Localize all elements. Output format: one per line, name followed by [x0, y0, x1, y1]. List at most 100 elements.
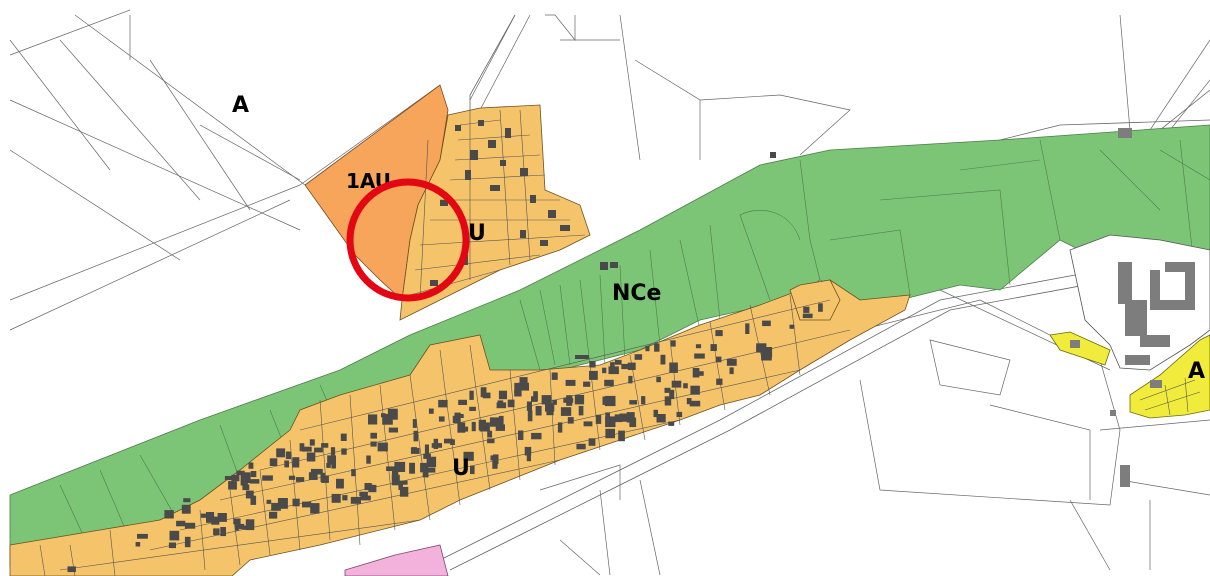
building-footprint — [396, 480, 408, 485]
building-footprint — [292, 457, 300, 468]
building-footprint — [557, 422, 563, 433]
building-footprint — [541, 395, 552, 405]
building-footprint — [619, 413, 629, 422]
building-footprint — [628, 375, 633, 384]
building-footprint — [621, 363, 630, 370]
building-footprint — [715, 330, 723, 337]
urban-north-parcel-lines — [409, 109, 586, 301]
building-footprint — [409, 462, 415, 474]
building-footprint — [574, 394, 585, 405]
building-footprint — [669, 389, 675, 400]
building-footprint — [676, 411, 683, 418]
building-footprint — [614, 414, 623, 423]
building-footprint — [164, 510, 174, 519]
highlight-circle — [346, 178, 470, 302]
building-footprint — [480, 387, 487, 398]
building-footprint — [137, 533, 148, 539]
building-footprint — [422, 469, 429, 478]
building-footprint — [602, 367, 607, 374]
building-footprint — [519, 377, 528, 387]
building-footprint — [670, 340, 676, 347]
building-footprint — [295, 477, 305, 482]
building-footprint — [578, 405, 584, 416]
building-footprint — [745, 323, 750, 334]
building-footprint — [457, 422, 466, 433]
building-footprint — [269, 511, 278, 519]
building-footprint — [531, 432, 542, 440]
zone-label-a-north: A — [232, 93, 249, 118]
zone-label-a-east: A — [1188, 359, 1205, 384]
building-footprint — [761, 352, 772, 361]
building-footprint — [431, 443, 442, 448]
building-footprint — [183, 498, 191, 503]
building-footprint — [514, 382, 519, 394]
building-footprint — [351, 469, 356, 477]
building-footprint — [567, 417, 574, 424]
building-footprint — [211, 516, 220, 525]
building-footprint — [563, 398, 574, 403]
building-footprint — [660, 354, 666, 365]
building-footprint — [387, 408, 398, 420]
zone-label-u-south: U — [452, 456, 470, 481]
building-footprint — [382, 413, 393, 425]
building-footprint — [228, 481, 237, 490]
building-footprint — [377, 442, 388, 452]
building-footprint — [565, 379, 576, 386]
building-footprint — [302, 501, 312, 508]
building-footprint — [576, 443, 586, 450]
building-footprint — [370, 432, 377, 439]
building-footprint — [391, 468, 399, 479]
building-footprint — [524, 446, 532, 456]
building-footprint — [285, 451, 291, 460]
building-footprint — [683, 383, 688, 389]
building-footprint — [461, 426, 469, 432]
building-footprint — [245, 519, 255, 531]
building-footprint — [288, 475, 296, 480]
building-footprint — [656, 414, 666, 423]
building-footprint — [469, 406, 476, 411]
building-footprint — [302, 446, 312, 452]
building-footprint — [803, 306, 810, 313]
building-footprint — [692, 368, 700, 378]
pink-zone — [344, 544, 449, 576]
building-footprint — [498, 415, 504, 427]
building-footprint — [589, 361, 596, 368]
building-footprint — [762, 320, 771, 327]
building-footprint — [627, 362, 636, 370]
building-footprint — [224, 476, 234, 481]
building-footprint — [726, 358, 737, 366]
building-footprint — [664, 396, 672, 406]
building-footprint — [412, 419, 417, 428]
building-footprint — [605, 416, 616, 428]
zone-label-u-north: U — [468, 221, 486, 246]
building-footprint — [756, 343, 767, 352]
building-footprint — [471, 421, 476, 432]
building-footprint — [560, 407, 572, 416]
building-footprint — [306, 452, 316, 462]
building-footprint — [686, 398, 692, 405]
building-footprint — [250, 495, 257, 505]
building-footprint — [626, 412, 635, 423]
building-footprint — [308, 472, 318, 480]
building-footprint — [604, 395, 616, 407]
building-footprint — [331, 461, 336, 469]
agricultural-parcel-lines — [9, 9, 1210, 576]
building-footprint — [326, 463, 331, 468]
building-footprint — [242, 525, 247, 530]
building-footprint — [641, 396, 646, 405]
building-footprint — [533, 391, 538, 402]
building-footprint — [492, 459, 498, 469]
building-footprint — [262, 475, 273, 481]
building-footprint — [292, 498, 300, 507]
building-footprint — [514, 390, 522, 397]
building-footprint — [495, 424, 505, 431]
building-footprint — [470, 465, 475, 475]
building-footprint — [458, 399, 467, 405]
building-footprint — [595, 414, 602, 424]
building-footprint — [299, 443, 305, 452]
building-footprint — [330, 447, 336, 456]
building-footprint — [618, 430, 625, 442]
building-footprint — [690, 385, 700, 395]
building-footprint — [518, 430, 524, 440]
